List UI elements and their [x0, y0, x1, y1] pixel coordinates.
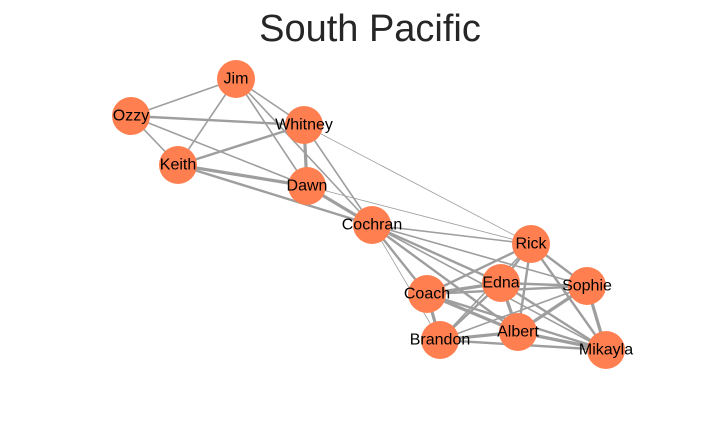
edge-ozzy-whitney [129, 114, 306, 127]
node-whitney [285, 106, 323, 144]
node-label-ozzy: Ozzy [113, 108, 149, 125]
node-layer [112, 60, 625, 369]
node-label-jim: Jim [224, 71, 249, 88]
edge-rick-coach [425, 242, 533, 296]
edge-keith-cochran [176, 163, 374, 227]
edge-keith-dawn [176, 163, 309, 188]
edge-jim-dawn [235, 78, 308, 187]
node-cochran [353, 206, 391, 244]
node-keith [159, 146, 197, 184]
node-sophie [568, 267, 606, 305]
node-albert [499, 313, 537, 351]
node-label-albert: Albert [497, 324, 539, 341]
edge-whitney-rick [303, 124, 532, 245]
node-jim [217, 60, 255, 98]
node-label-cochran: Cochran [342, 217, 402, 234]
edge-dawn-rick [306, 185, 532, 245]
chart-title: South Pacific [259, 8, 481, 50]
node-label-keith: Keith [160, 157, 196, 174]
node-edna [482, 264, 520, 302]
node-label-mikayla: Mikayla [579, 342, 633, 359]
edge-edna-mikayla [499, 281, 608, 352]
edge-whitney-keith [176, 123, 306, 167]
node-brandon [421, 321, 459, 359]
edge-cochran-sophie [371, 224, 588, 287]
node-coach [408, 275, 446, 313]
edge-cochran-rick [371, 224, 532, 245]
edge-cochran-edna [370, 223, 503, 285]
node-label-sophie: Sophie [562, 278, 612, 295]
node-ozzy [112, 97, 150, 135]
node-label-whitney: Whitney [275, 117, 333, 134]
node-rick [512, 225, 550, 263]
edge-whitney-cochran [303, 124, 373, 226]
edge-cochran-brandon [371, 224, 441, 341]
node-dawn [288, 167, 326, 205]
edge-sophie-brandon [439, 285, 588, 341]
node-label-brandon: Brandon [410, 332, 471, 349]
node-label-rick: Rick [515, 236, 547, 253]
node-label-dawn: Dawn [287, 178, 328, 195]
node-mikayla [587, 331, 625, 369]
node-label-edna: Edna [482, 275, 519, 292]
node-label-coach: Coach [404, 286, 450, 303]
